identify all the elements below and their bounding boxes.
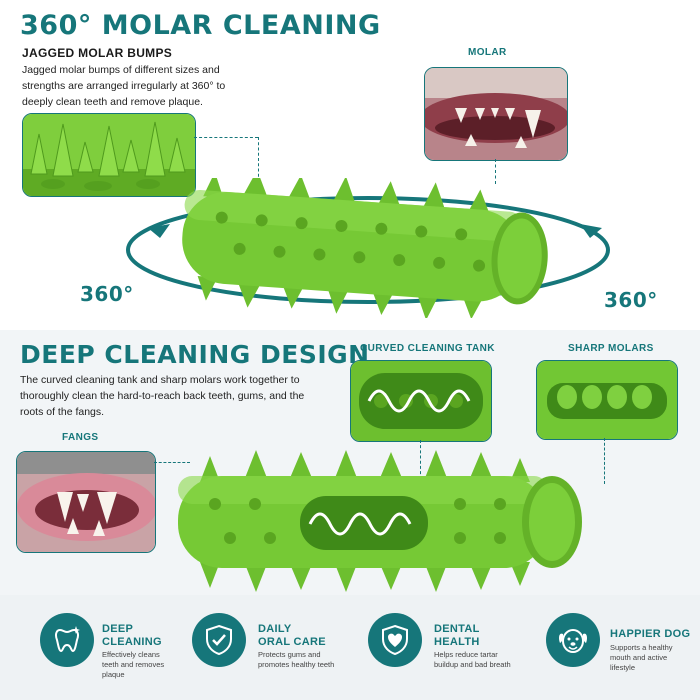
connector-line	[420, 440, 421, 500]
heart-shield-icon	[368, 613, 422, 667]
shield-check-icon	[192, 613, 246, 667]
section-title-deep-cleaning: DEEP CLEANING DESIGN	[20, 340, 370, 369]
connector-line	[604, 438, 605, 484]
section-title-molar-cleaning: 360° MOLAR CLEANING	[20, 10, 381, 41]
dog-fangs-photo	[16, 451, 156, 553]
sharp-molars-label: SHARP MOLARS	[568, 343, 654, 354]
dog-face-icon	[546, 613, 600, 667]
description-jagged-bumps: Jagged molar bumps of different sizes an…	[22, 64, 226, 108]
fangs-label: FANGS	[62, 432, 99, 443]
connector-line	[154, 462, 190, 463]
connector-line	[194, 137, 258, 138]
sharp-molars-closeup-image	[536, 360, 678, 440]
feature-desc-deep-cleaning: Effectively cleans teeth and removes pla…	[102, 650, 165, 679]
connector-line	[495, 159, 496, 184]
description-deep-cleaning: The curved cleaning tank and sharp molar…	[20, 374, 305, 418]
rotation-label-right: 360°	[604, 288, 658, 312]
toy-product-image-top	[182, 178, 548, 318]
tooth-sparkle-icon	[40, 613, 94, 667]
feature-desc-dental-health: Helps reduce tartar buildup and bad brea…	[434, 650, 511, 669]
feature-desc-happier-dog: Supports a healthy mouth and active life…	[610, 643, 673, 672]
molar-bumps-closeup-image	[22, 113, 196, 197]
subtitle-jagged-bumps: JAGGED MOLAR BUMPS	[22, 46, 173, 60]
rotation-ring-icon	[126, 196, 610, 304]
feature-desc-daily-oral-care: Protects gums and promotes healthy teeth	[258, 650, 335, 669]
curved-tank-label: CURVED CLEANING TANK	[360, 343, 495, 354]
rotation-label-left: 360°	[80, 282, 134, 306]
dog-molar-photo	[424, 67, 568, 161]
curved-tank-closeup-image	[350, 360, 492, 442]
feature-title-happier-dog: HAPPIER DOG	[610, 628, 691, 640]
molar-label: MOLAR	[468, 47, 507, 58]
connector-line	[258, 137, 259, 182]
toy-product-image-bottom	[178, 450, 582, 592]
